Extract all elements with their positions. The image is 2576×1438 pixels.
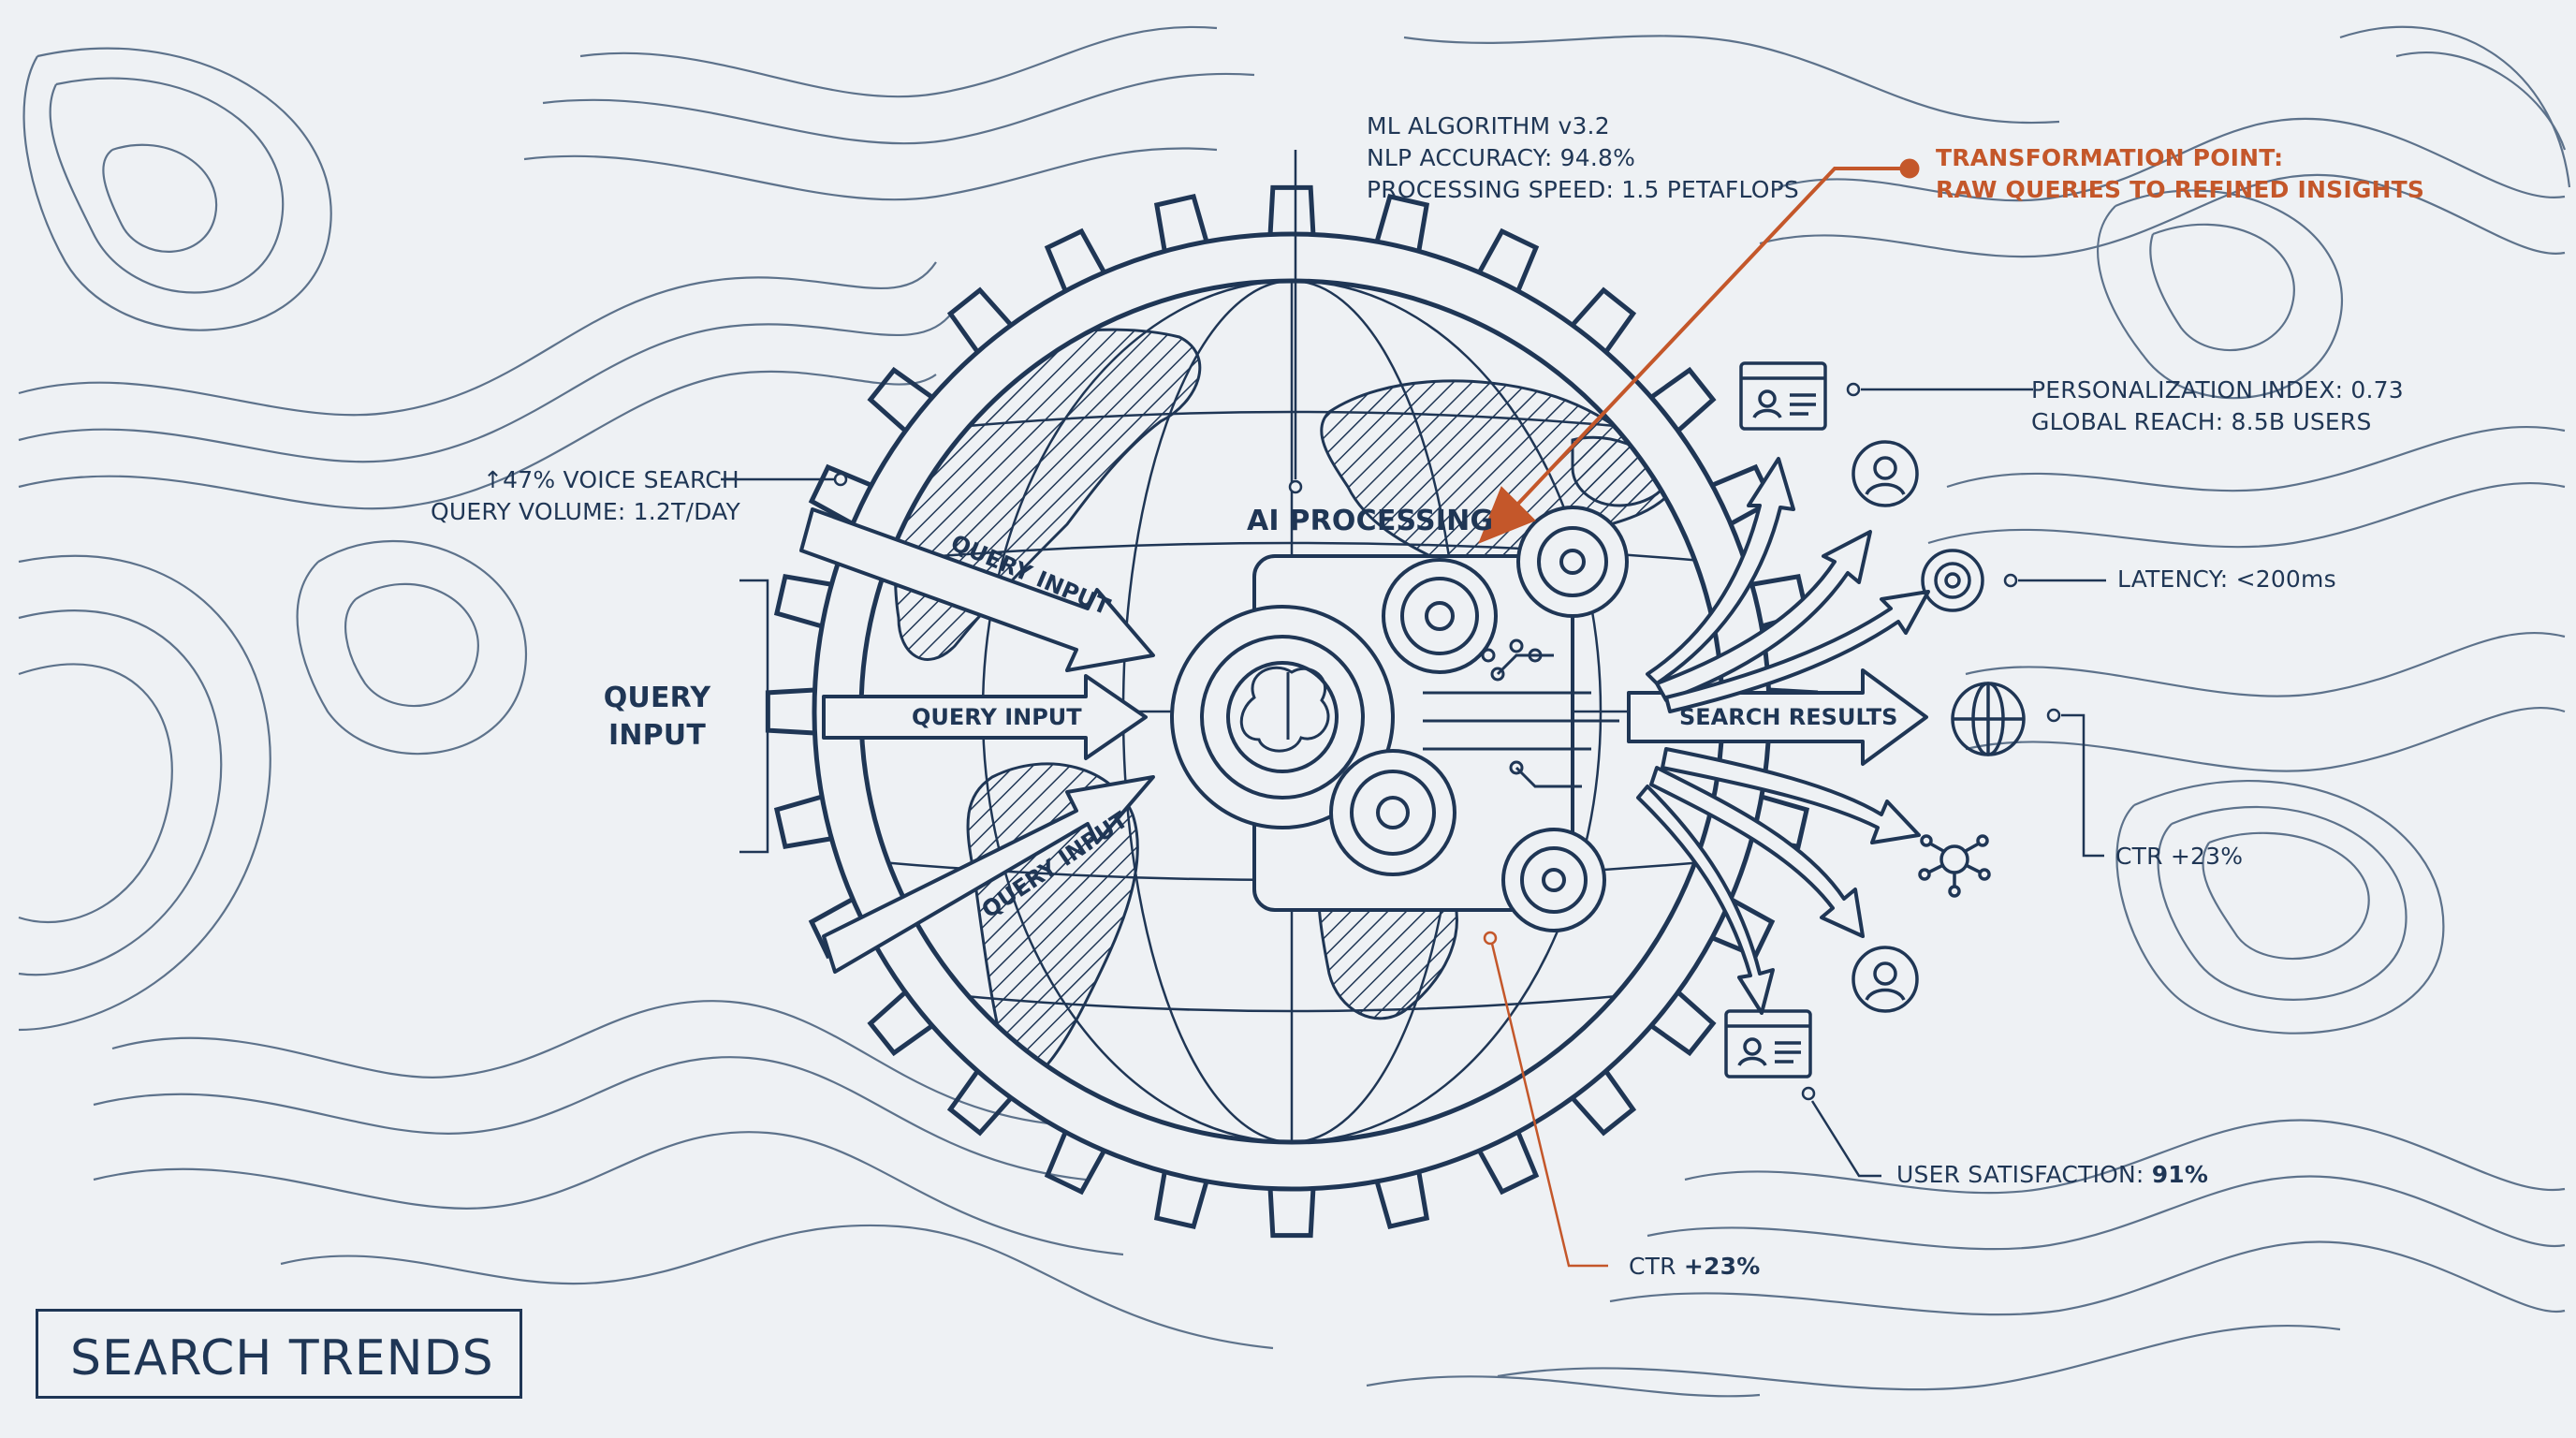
gear-tooth: [1153, 1171, 1209, 1230]
circuit-traces: [1423, 638, 1619, 788]
search-results-arrows: [1627, 457, 1930, 1015]
profile-card-icon-bottom: [1724, 1009, 1812, 1078]
arrow-label-output: SEARCH RESULTS: [1679, 704, 1898, 730]
network-node-icon: [1918, 834, 1991, 898]
gear-tooth: [1477, 1131, 1540, 1196]
gear-tooth: [1477, 227, 1540, 292]
topographic-contours: [18, 25, 2571, 1398]
user-circle-icon-top: [1852, 440, 1919, 507]
processing-speed-label: PROCESSING SPEED: 1.5 PETAFLOPS: [1367, 176, 1799, 203]
query-volume-label: QUERY VOLUME: 1.2T/DAY: [431, 498, 740, 525]
gear-tooth: [1374, 193, 1430, 252]
query-input-arrows: [799, 507, 1155, 974]
globe-icon: [1951, 682, 2026, 756]
title-box: SEARCH TRENDS: [36, 1309, 522, 1399]
ctr-right-label: CTR +23%: [2115, 843, 2244, 870]
gear-tooth: [1267, 1188, 1316, 1239]
user-circle-icon-bottom: [1852, 946, 1919, 1013]
transformation-pointer: [1478, 158, 1920, 544]
voice-search-label: ↑47% VOICE SEARCH: [483, 466, 739, 493]
query-input-heading: QUERY INPUT: [603, 682, 711, 752]
gear-tooth: [773, 573, 832, 629]
gear-tooth: [1153, 193, 1209, 252]
global-reach-label: GLOBAL REACH: 8.5B USERS: [2031, 408, 2372, 435]
personalization-index-label: PERSONALIZATION INDEX: 0.73: [2031, 376, 2404, 404]
ml-algorithm-label: ML ALGORITHM v3.2: [1367, 112, 1610, 139]
target-gear-icon: [1921, 549, 1984, 612]
gear-tooth: [1374, 1171, 1430, 1230]
gear-tooth: [773, 794, 832, 850]
ai-processing-label: AI PROCESSING: [1247, 505, 1494, 537]
nlp-accuracy-label: NLP ACCURACY: 94.8%: [1367, 144, 1636, 171]
gear-tooth: [1711, 897, 1776, 960]
gear-tooth: [808, 463, 872, 526]
user-satisfaction-label: USER SATISFACTION: 91%: [1896, 1161, 2209, 1188]
page-title: SEARCH TRENDS: [70, 1330, 494, 1387]
gear-tooth: [1649, 990, 1717, 1057]
transformation-point-detail: RAW QUERIES TO REFINED INSIGHTS: [1936, 176, 2425, 203]
gear-tooth: [1267, 184, 1316, 235]
gear-tooth: [1570, 1069, 1637, 1137]
gear-tooth: [1570, 286, 1637, 354]
ctr-leader-line: [1483, 931, 1608, 1268]
gear-tooth: [867, 366, 934, 433]
transformation-point-title: TRANSFORMATION POINT:: [1936, 144, 2284, 171]
gear-tooth: [765, 687, 815, 736]
gear-tooth: [946, 286, 1014, 354]
user-satisfaction-value: 91%: [2151, 1161, 2209, 1188]
central-gear: [1170, 506, 1629, 932]
arrow-label-middle: QUERY INPUT: [912, 704, 1082, 730]
gear-tooth: [1044, 227, 1106, 292]
profile-card-icon-top: [1739, 361, 1827, 431]
latency-label: LATENCY: <200ms: [2117, 565, 2336, 593]
gear-tooth: [946, 1069, 1014, 1137]
gear-tooth: [1649, 366, 1717, 433]
ctr-bottom-label: CTR +23%: [1629, 1253, 1761, 1280]
leader-lines: [721, 150, 2106, 1178]
gear-tooth: [1044, 1131, 1106, 1196]
gear-tooth: [867, 990, 934, 1057]
output-icons: [1724, 361, 2026, 1078]
ctr-bottom-value: +23%: [1683, 1253, 1761, 1280]
